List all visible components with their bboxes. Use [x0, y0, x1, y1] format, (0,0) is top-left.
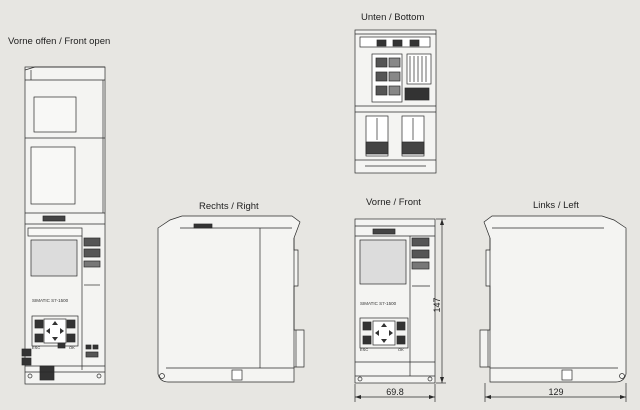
front-brand-text: SIMATIC S7-1500: [360, 301, 397, 306]
left-view-title: Links / Left: [533, 200, 579, 211]
front-view: SIMATIC S7-1500 ESC OK 147: [354, 218, 446, 402]
bottom-view-title: Unten / Bottom: [361, 12, 425, 23]
left-depth-dimension: 129: [548, 387, 563, 397]
front-esc-key: ESC: [360, 347, 368, 352]
left-view: 129: [479, 215, 627, 402]
right-view: [157, 215, 305, 383]
front-ok-key: OK: [398, 347, 404, 352]
front-height-dimension: 147: [432, 297, 442, 312]
front-open-esc-key: ESC: [32, 345, 40, 350]
right-view-title: Rechts / Right: [199, 201, 259, 212]
front-open-view: SIMATIC S7-1500 ESC OK: [21, 66, 106, 385]
front-open-ok-key: OK: [69, 345, 75, 350]
front-open-brand-text: SIMATIC S7-1500: [32, 298, 69, 303]
front-view-title: Vorne / Front: [366, 197, 421, 208]
bottom-view: [354, 29, 437, 174]
front-open-view-title: Vorne offen / Front open: [8, 36, 111, 47]
front-width-dimension: 69.8: [386, 387, 404, 397]
